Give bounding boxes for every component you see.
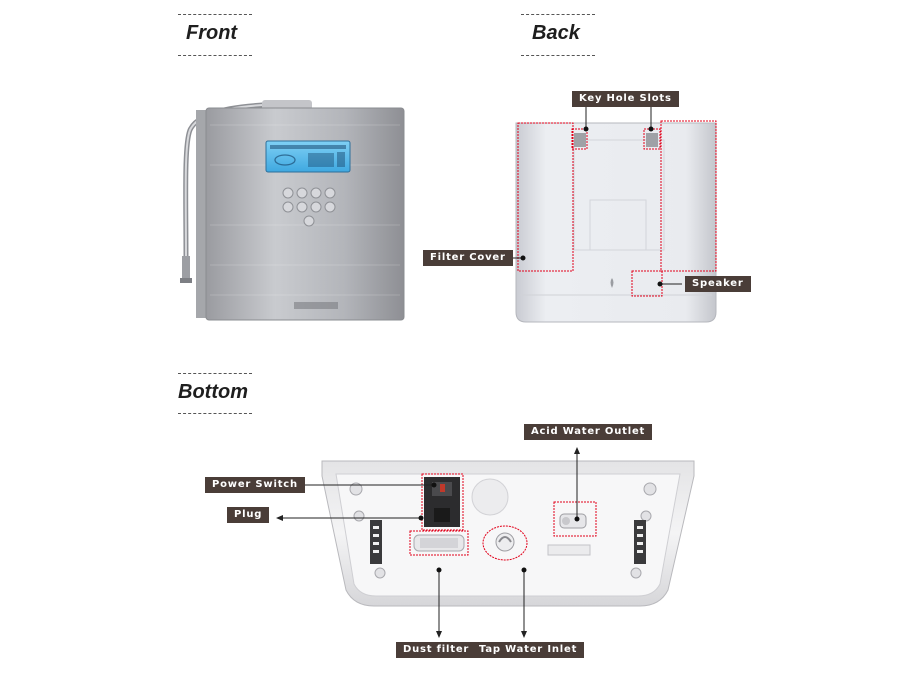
faucet-nozzle [182,256,190,282]
bottom-title-rule-bottom [178,413,252,414]
power-switch-label: Power Switch [205,477,305,493]
front-unit [180,100,405,321]
power-plug-highlight [421,473,464,531]
tap-water-inlet-label: Tap Water Inlet [472,642,585,658]
dust-filter-label: Dust filter [396,642,477,658]
front-section-title: Front [186,22,238,44]
side-panel-highlight [660,120,717,272]
front-title-rule-bottom [178,55,252,56]
acid-water-outlet-label: Acid Water Outlet [524,424,653,440]
back-title-rule-top [521,14,595,15]
back-title-rule-bottom [521,55,595,56]
filter-cover-highlight [517,122,574,272]
front-title-rule-top [178,14,252,15]
front-panel [205,107,405,321]
filter-cover-label: Filter Cover [423,250,513,266]
bottom-section-title: Bottom [178,381,248,403]
acid-outlet-highlight [553,501,597,537]
back-unit [502,106,717,323]
tap-inlet-highlight [482,525,528,561]
bottom-title-rule-top [178,373,252,374]
control-buttons [282,187,336,227]
dust-filter-highlight [409,530,469,556]
speaker-label: Speaker [685,276,751,292]
front-logo [294,302,338,309]
back-section-title: Back [532,22,580,44]
key-hole-slots-label: Key Hole Slots [572,91,679,107]
key-hole-left-highlight [571,128,588,150]
plug-label: Plug [227,507,270,523]
bottom-unit [276,447,695,638]
